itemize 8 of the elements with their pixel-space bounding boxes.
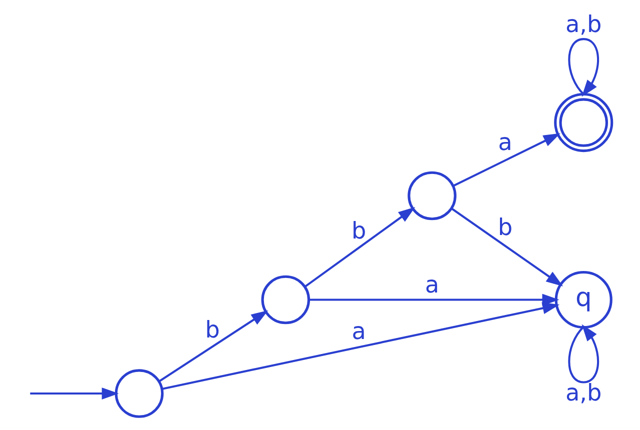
edge-label: a xyxy=(498,130,512,156)
edge-label: b xyxy=(204,318,220,344)
edge-label: a,b xyxy=(565,12,602,38)
edge-label: a,b xyxy=(565,380,602,407)
edge-label: a xyxy=(351,318,366,345)
edge-label: b xyxy=(351,218,366,245)
edge-label: a xyxy=(424,272,439,299)
edge-label: b xyxy=(497,214,512,241)
